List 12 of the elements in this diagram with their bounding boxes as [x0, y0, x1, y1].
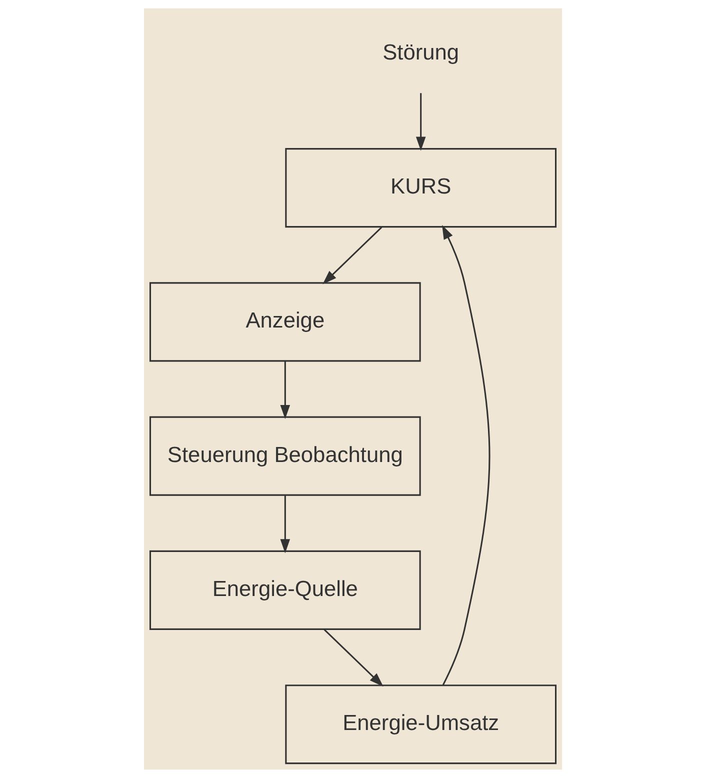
arrow: [322, 226, 382, 284]
node-box: Energie-Umsatz: [285, 684, 557, 764]
node-box: Energie-Quelle: [149, 550, 421, 630]
arrow: [416, 93, 426, 151]
node-text: Störung: [382, 39, 460, 64]
arrow: [442, 225, 490, 686]
node-box: KURS: [285, 148, 557, 228]
arrow: [324, 629, 384, 687]
node-box: Anzeige: [149, 282, 421, 362]
arrow: [280, 361, 290, 420]
node-box: Steuerung Beobachtung: [149, 416, 421, 496]
arrow: [280, 496, 290, 554]
